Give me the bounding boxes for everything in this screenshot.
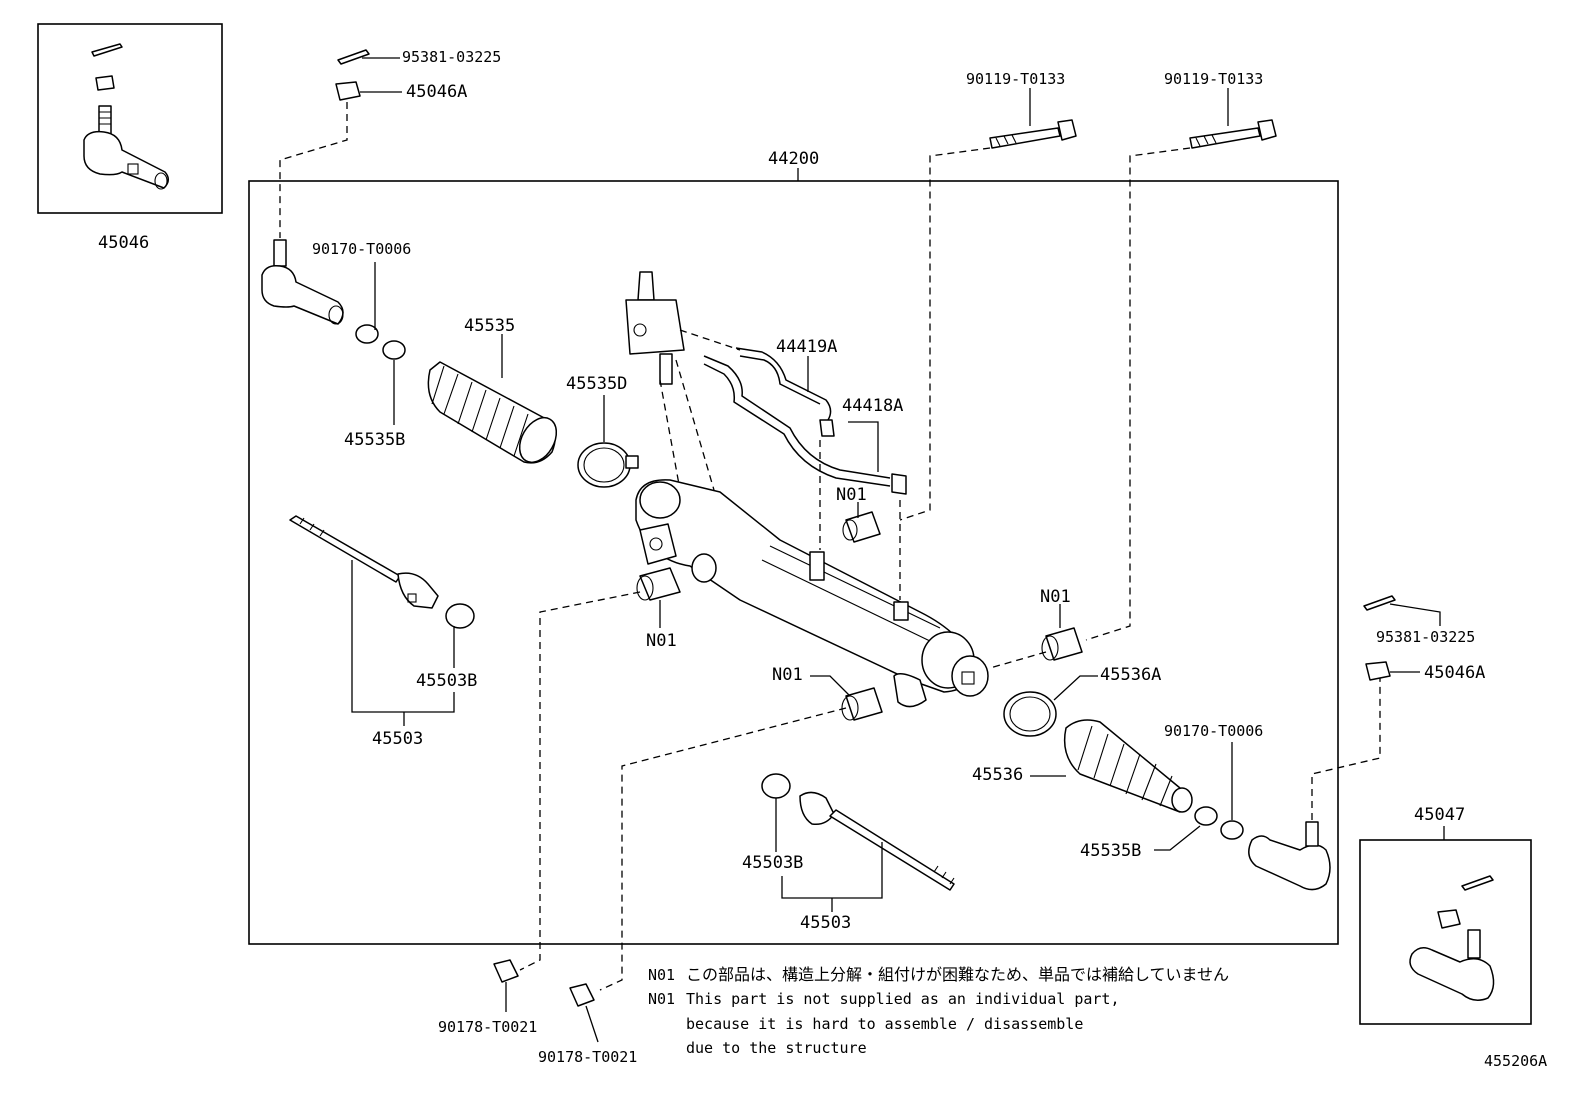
label-44419a: 44419A: [776, 337, 837, 357]
label-45536a: 45536A: [1100, 665, 1161, 685]
castle-nut-right: [1365, 661, 1391, 681]
label-n01-b: N01: [646, 631, 677, 651]
label-45535b-top: 45535B: [344, 430, 405, 450]
tie-rod-end-left-drawing: [261, 239, 344, 325]
pressure-tube-44419a-drawing: [735, 347, 832, 421]
label-90178-a: 90178-T0021: [438, 1018, 537, 1036]
bushing-n01-right-drawing: [1041, 627, 1083, 661]
note-jp-text: この部品は、構造上分解・組付けが困難なため、単品では補給していません: [686, 965, 1229, 984]
label-45503-bottom: 45503: [800, 913, 851, 933]
label-90178-b: 90178-T0021: [538, 1048, 637, 1066]
label-45046a-top: 45046A: [406, 82, 467, 102]
bolt-90119-a-drawing: [989, 119, 1077, 149]
lock-washer-45503b-left: [445, 603, 475, 629]
note-en-code: N01: [648, 990, 675, 1008]
bolt-90119-b-drawing: [1189, 119, 1277, 149]
inner-tie-rod-left-drawing: [289, 515, 439, 609]
rack-housing-drawing: [635, 479, 989, 708]
label-n01-c: N01: [1040, 587, 1071, 607]
main-assembly-frame: [248, 180, 1339, 945]
label-90170-right: 90170-T0006: [1164, 722, 1263, 740]
castle-nut-top-left: [335, 81, 361, 101]
label-45503-left: 45503: [372, 729, 423, 749]
inner-tie-rod-bottom-drawing: [799, 791, 955, 891]
label-45503b-bottom: 45503B: [742, 853, 803, 873]
note-en-line2: because it is hard to assemble / disasse…: [686, 1015, 1083, 1033]
clamp-ring-right: [1220, 820, 1244, 840]
label-45503b-left: 45503B: [416, 671, 477, 691]
label-45046: 45046: [98, 233, 149, 253]
clamp-ring-left: [355, 324, 379, 344]
label-45046a-right: 45046A: [1424, 663, 1485, 683]
tie-rod-end-45047-drawing: [1409, 875, 1495, 1001]
return-tube-44418a-drawing: [703, 355, 907, 495]
note-en-line3: due to the structure: [686, 1039, 867, 1057]
cotter-pin-top-left: [337, 49, 370, 65]
note-en-line1: This part is not supplied as an individu…: [686, 990, 1119, 1008]
label-45535: 45535: [464, 316, 515, 336]
label-45047: 45047: [1414, 805, 1465, 825]
diagram-code: 455206A: [1484, 1052, 1547, 1070]
tie-rod-end-right-drawing: [1248, 821, 1331, 891]
nut-90178-b-drawing: [569, 983, 595, 1007]
label-45536: 45536: [972, 765, 1023, 785]
cotter-pin-right: [1363, 595, 1396, 611]
label-90119-a: 90119-T0133: [966, 70, 1065, 88]
bushing-n01-upper-drawing: [842, 511, 881, 543]
inset-frame-45046: [37, 23, 223, 214]
label-n01-d: N01: [772, 665, 803, 685]
rack-boot-45536-drawing: [1063, 719, 1193, 813]
label-90119-b: 90119-T0133: [1164, 70, 1263, 88]
rack-boot-45535-drawing: [427, 361, 558, 464]
pinion-valve-housing-drawing: [625, 271, 741, 491]
label-90170-top: 90170-T0006: [312, 240, 411, 258]
label-44418a: 44418A: [842, 396, 903, 416]
label-45535b-right: 45535B: [1080, 841, 1141, 861]
inset-frame-45047: [1359, 839, 1532, 1025]
boot-clip-right: [1194, 806, 1218, 826]
boot-band-45536a-drawing: [1003, 691, 1057, 737]
label-44200: 44200: [768, 149, 819, 169]
bushing-n01-lower-drawing: [841, 687, 883, 721]
label-n01-a: N01: [836, 485, 867, 505]
label-45535d: 45535D: [566, 374, 627, 394]
lock-washer-45503b-bottom: [761, 773, 791, 799]
tie-rod-end-45046-drawing: [83, 43, 169, 190]
bushing-n01-mid-drawing: [636, 567, 681, 601]
label-95381-right: 95381-03225: [1376, 628, 1475, 646]
boot-clip-left: [382, 340, 406, 360]
label-95381-top: 95381-03225: [402, 48, 501, 66]
nut-90178-a-drawing: [493, 959, 519, 983]
boot-band-45535d-drawing: [577, 442, 639, 488]
note-jp-code: N01: [648, 966, 675, 984]
